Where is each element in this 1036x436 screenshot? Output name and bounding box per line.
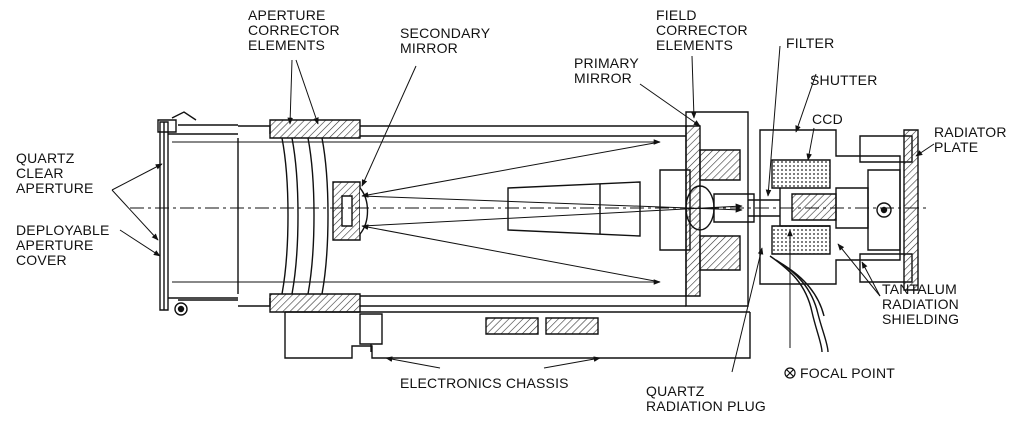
label-deployable-aperture-cover: DEPLOYABLE APERTURE COVER — [16, 222, 110, 268]
label-tantalum-radiation-shielding: TANTALUM RADIATION SHIELDING — [882, 281, 960, 327]
ray-traces — [172, 139, 743, 285]
label-field-corrector-elements: FIELD CORRECTOR ELEMENTS — [656, 7, 748, 53]
label-primary-mirror: PRIMARY MIRROR — [574, 55, 639, 86]
cables — [770, 256, 828, 352]
label-quartz-radiation-plug: QUARTZ RADIATION PLUG — [646, 383, 767, 414]
label-electronics-chassis: ELECTRONICS CHASSIS — [400, 375, 569, 391]
secondary-mirror — [333, 182, 368, 240]
label-secondary-mirror: SECONDARY MIRROR — [400, 25, 491, 56]
deployable-aperture-cover — [158, 112, 196, 315]
label-ccd: CCD — [812, 111, 843, 127]
label-radiator-plate: RADIATOR PLATE — [934, 124, 1007, 155]
leader-lines — [112, 46, 934, 372]
label-shutter: SHUTTER — [810, 72, 878, 88]
label-quartz-clear-aperture: QUARTZ CLEAR APERTURE — [16, 150, 94, 196]
aperture-corrector-elements — [238, 138, 328, 294]
label-aperture-corrector-elements: APERTURE CORRECTOR ELEMENTS — [248, 7, 340, 53]
focal-point-symbol — [785, 368, 795, 378]
telescope-tube — [168, 120, 686, 312]
label-filter: FILTER — [786, 35, 835, 51]
ccd-housing — [760, 130, 912, 284]
label-focal-point: FOCAL POINT — [800, 365, 896, 381]
radiator-plate — [904, 130, 918, 290]
electronics-chassis — [285, 312, 750, 358]
baffle-tube — [508, 182, 640, 236]
primary-mirror-assembly — [660, 112, 780, 306]
